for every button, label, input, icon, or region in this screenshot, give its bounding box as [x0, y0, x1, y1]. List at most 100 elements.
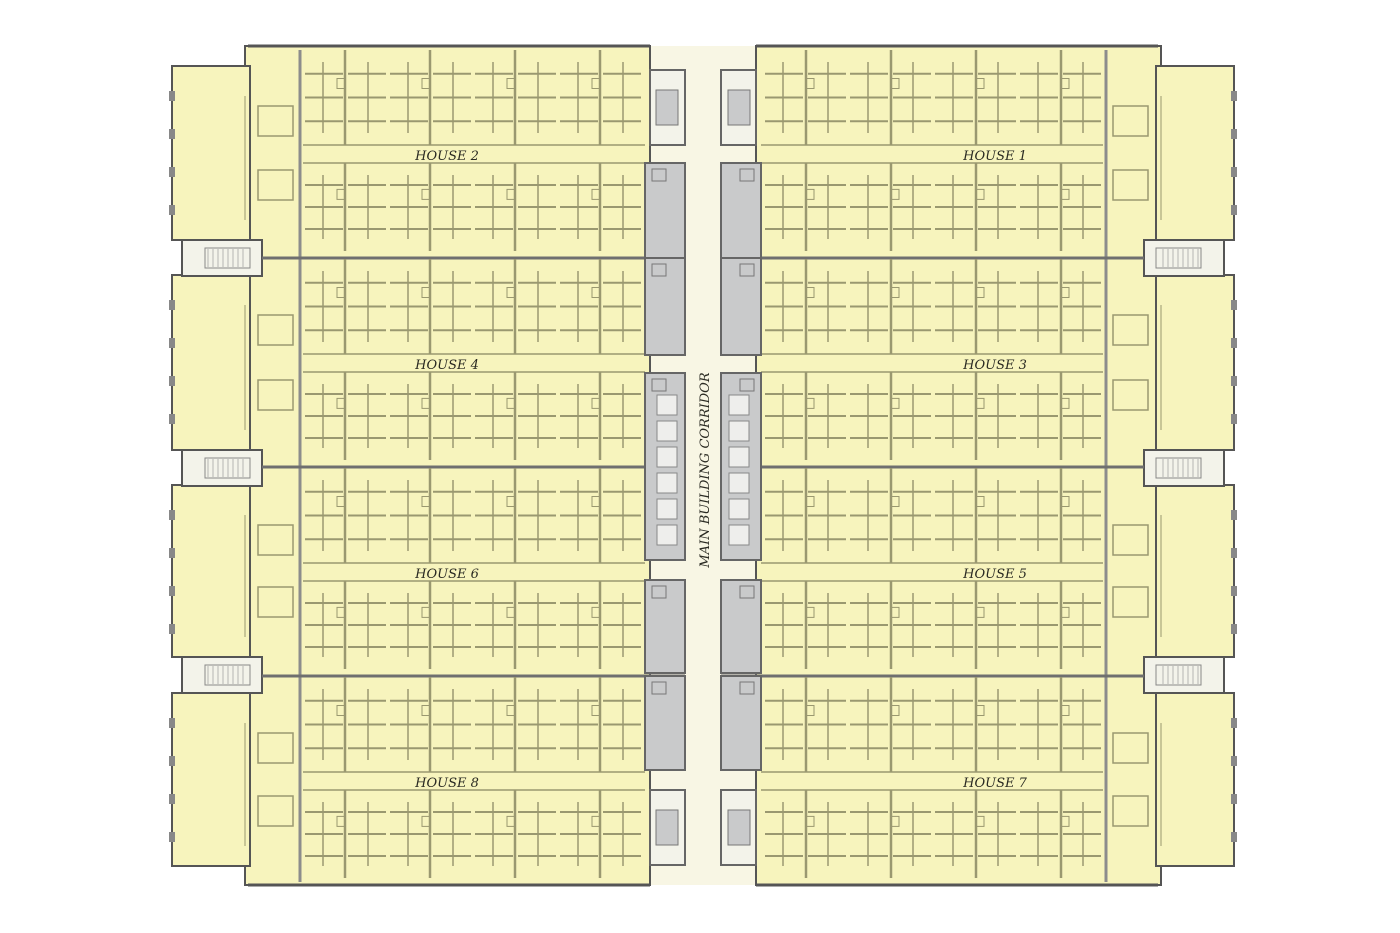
toilet-stall [656, 498, 678, 520]
support-room [257, 586, 294, 618]
closet [506, 496, 516, 507]
window-mullion [169, 91, 175, 101]
service-core [720, 675, 762, 771]
window-mullion [1231, 414, 1237, 424]
support-room [257, 732, 294, 764]
stair-enclosure [181, 239, 263, 277]
house-label: HOUSE 7 [962, 776, 1027, 791]
window-mullion [1231, 832, 1237, 842]
fixture [739, 681, 755, 695]
house-label: HOUSE 2 [414, 149, 479, 164]
closet [1060, 606, 1070, 618]
fixture [739, 378, 755, 392]
lounge-room [171, 692, 251, 867]
stair-icon [727, 89, 751, 126]
lounge-room [1155, 692, 1235, 867]
toilet-stall [728, 498, 750, 520]
toilet-stall [656, 394, 678, 416]
closet [506, 606, 516, 618]
stair-icon [1155, 457, 1202, 479]
closet [805, 496, 815, 507]
closet [890, 496, 900, 507]
fixture [651, 378, 667, 392]
lounge-room [1155, 65, 1235, 241]
toilet-stall [656, 524, 678, 546]
closet [975, 287, 985, 298]
right-wing [720, 44, 1237, 887]
closet [336, 397, 346, 409]
house-label: HOUSE 1 [962, 149, 1027, 164]
window-mullion [169, 832, 175, 842]
closet [975, 815, 985, 827]
house-label: HOUSE 3 [962, 358, 1027, 373]
service-core [644, 579, 686, 674]
closet [506, 287, 516, 298]
closet [805, 606, 815, 618]
window-mullion [1231, 376, 1237, 386]
lounge-room [171, 484, 251, 658]
support-room [1112, 105, 1149, 137]
toilet-stall [728, 472, 750, 494]
closet [336, 815, 346, 827]
window-mullion [1231, 624, 1237, 634]
window-mullion [169, 624, 175, 634]
closet [336, 705, 346, 716]
stair-enclosure [181, 656, 263, 694]
house-label: HOUSE 8 [414, 776, 479, 791]
closet [1060, 397, 1070, 409]
window-mullion [169, 586, 175, 596]
support-room [1112, 732, 1149, 764]
closet [506, 397, 516, 409]
support-room [1112, 379, 1149, 411]
window-mullion [169, 376, 175, 386]
lounge-room [1155, 274, 1235, 451]
fixture [651, 681, 667, 695]
support-room [257, 524, 294, 556]
closet [421, 815, 431, 827]
closet [421, 287, 431, 298]
fixture [651, 263, 667, 277]
lounge-room [171, 65, 251, 241]
support-room [257, 379, 294, 411]
closet [805, 705, 815, 716]
closet [890, 287, 900, 298]
closet [805, 815, 815, 827]
service-core [644, 675, 686, 771]
stair-icon [204, 457, 251, 479]
lounge-room [1155, 484, 1235, 658]
main-corridor-label: MAIN BUILDING CORRIDOR [698, 372, 713, 568]
closet [975, 606, 985, 618]
support-room [1112, 314, 1149, 346]
closet [805, 188, 815, 200]
closet [975, 496, 985, 507]
closet [506, 705, 516, 716]
service-core [720, 162, 762, 259]
fixture [651, 585, 667, 599]
fixture [739, 585, 755, 599]
window-mullion [1231, 548, 1237, 558]
closet [336, 287, 346, 298]
window-mullion [1231, 718, 1237, 728]
window-mullion [1231, 794, 1237, 804]
stair-icon [204, 247, 251, 269]
closet [890, 78, 900, 89]
closet [1060, 705, 1070, 716]
window-mullion [169, 205, 175, 215]
closet [591, 815, 601, 827]
closet [421, 188, 431, 200]
stair-icon [1155, 247, 1202, 269]
closet [1060, 188, 1070, 200]
closet [975, 188, 985, 200]
closet [591, 78, 601, 89]
closet [890, 188, 900, 200]
closet [890, 705, 900, 716]
support-room [257, 795, 294, 827]
stair-enclosure [1143, 239, 1225, 277]
window-mullion [1231, 167, 1237, 177]
closet [506, 815, 516, 827]
window-mullion [1231, 300, 1237, 310]
window-mullion [169, 167, 175, 177]
toilet-stall [728, 394, 750, 416]
closet [890, 815, 900, 827]
